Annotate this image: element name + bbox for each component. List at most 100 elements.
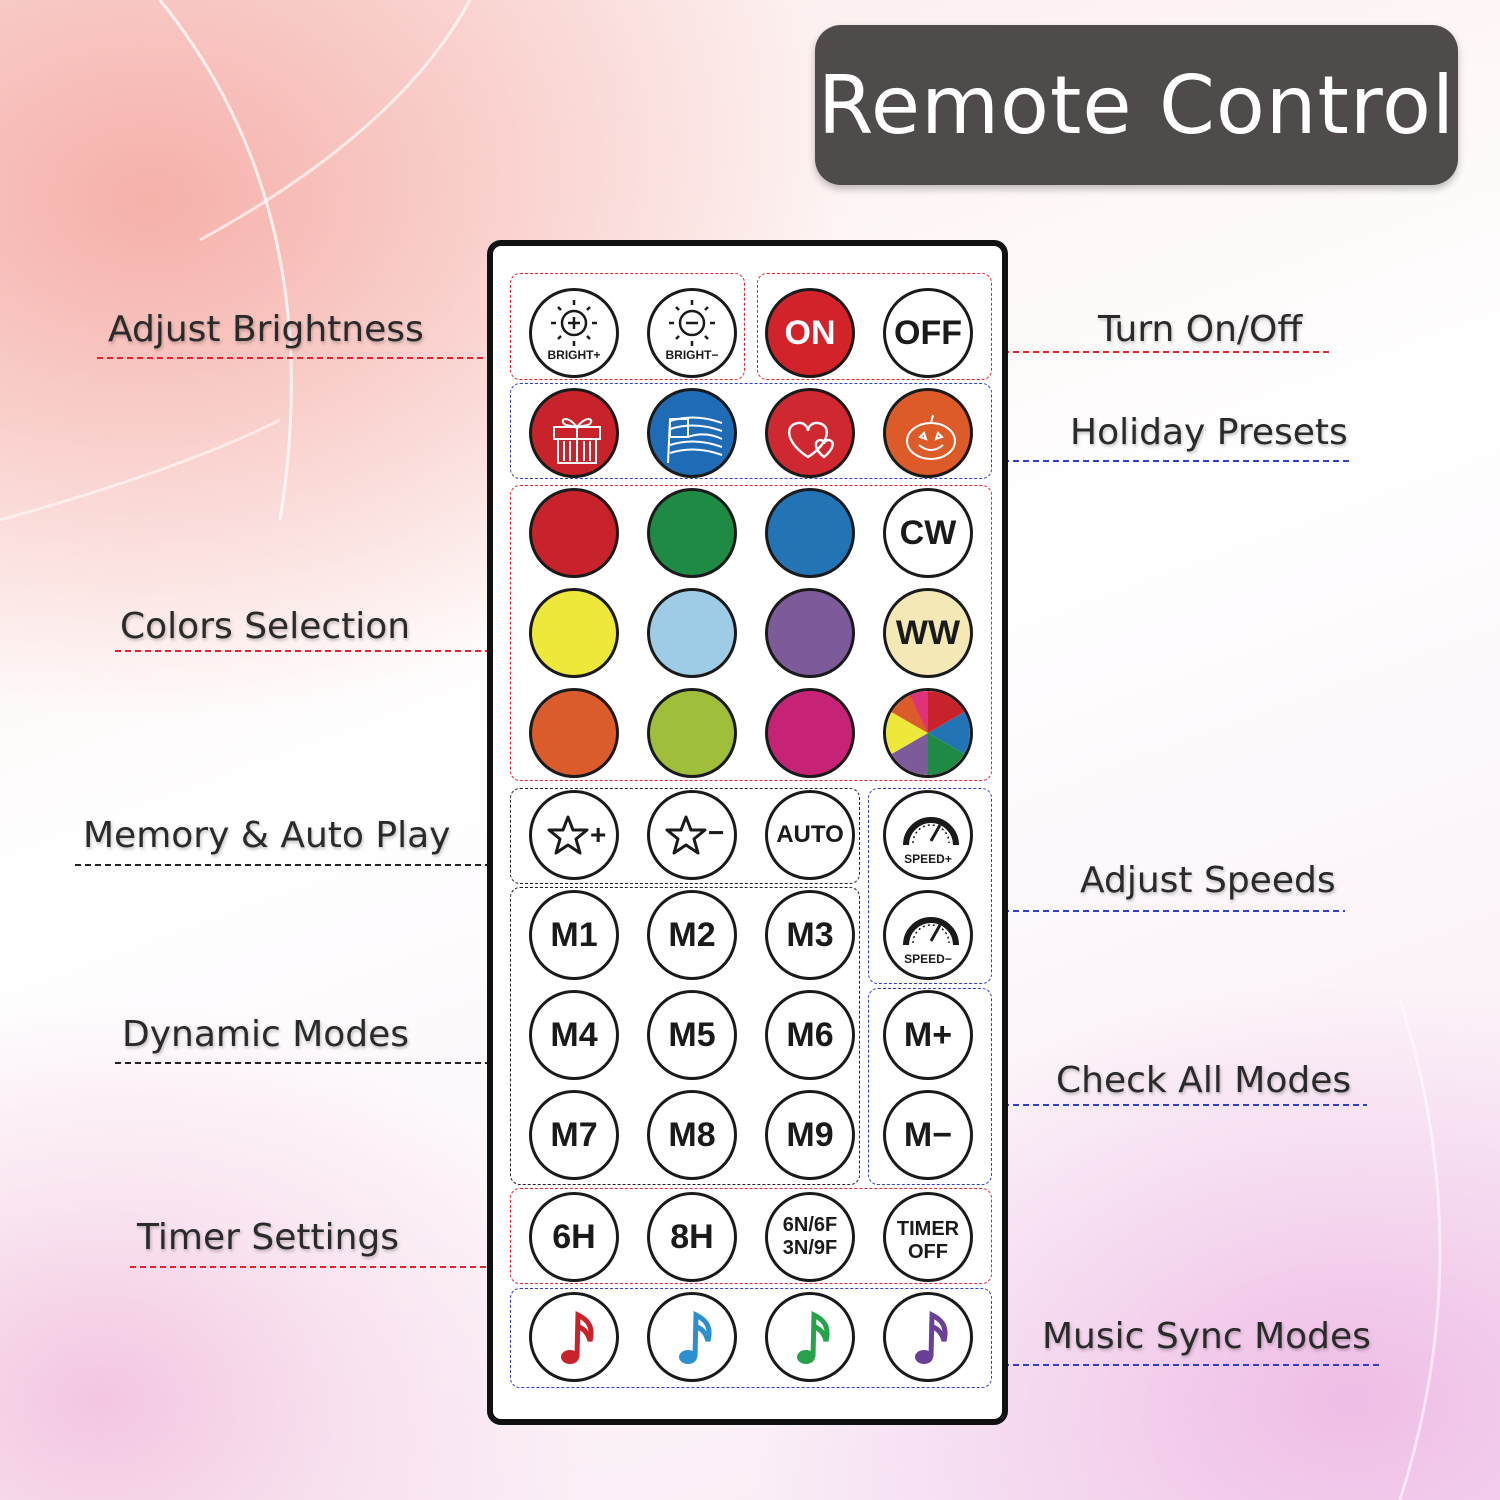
cw-label: CW: [899, 513, 957, 552]
m8-label: M8: [668, 1115, 716, 1154]
halloween-preset-button[interactable]: [883, 388, 973, 478]
mode-m9-button[interactable]: M9: [765, 1090, 855, 1180]
memory-save-button[interactable]: +: [529, 790, 619, 880]
color-yellow-green-button[interactable]: [647, 688, 737, 778]
m4-label: M4: [550, 1015, 598, 1054]
brightness-sun-icon: [551, 300, 597, 346]
timer-off-line1: TIMER: [896, 1218, 960, 1240]
memory-minus-label: −: [708, 817, 725, 848]
label-check-all-modes: Check All Modes: [1056, 1060, 1352, 1101]
mode-m5-button[interactable]: M5: [647, 990, 737, 1080]
ww-label: WW: [895, 613, 961, 652]
memory-recall-button[interactable]: −: [647, 790, 737, 880]
mode-m1-button[interactable]: M1: [529, 890, 619, 980]
mode-plus-label: M+: [903, 1015, 953, 1054]
timer-cycle-line1: 6N/6F: [782, 1214, 838, 1236]
t8h-label: 8H: [670, 1217, 714, 1256]
timer-cycle-button[interactable]: 6N/6F 3N/9F: [765, 1192, 855, 1282]
label-adjust-brightness: Adjust Brightness: [108, 309, 424, 350]
m2-label: M2: [668, 915, 716, 954]
color-blue-button[interactable]: [765, 488, 855, 578]
mode-m7-button[interactable]: M7: [529, 1090, 619, 1180]
group-music: [510, 1288, 992, 1388]
american-flag-icon: [667, 416, 723, 464]
label-holiday-presets: Holiday Presets: [1070, 412, 1348, 453]
music-mode-3-button[interactable]: [765, 1292, 855, 1382]
speedometer-icon: [903, 917, 959, 946]
group-holiday: [510, 383, 992, 479]
music-mode-4-button[interactable]: [883, 1292, 973, 1382]
timer-cycle-line2: 3N/9F: [782, 1237, 838, 1259]
music-note-icon: [915, 1311, 948, 1364]
timer-off-line2: OFF: [908, 1241, 948, 1263]
cool-white-button[interactable]: CW: [883, 488, 973, 578]
gift-icon: [553, 418, 601, 464]
page-title: Remote Control: [817, 58, 1456, 152]
off-label: OFF: [894, 313, 962, 352]
label-timer-settings: Timer Settings: [137, 1217, 400, 1258]
auto-label: AUTO: [776, 821, 844, 848]
bright-up-label: BRIGHT+: [547, 348, 601, 362]
mode-minus-button[interactable]: M−: [883, 1090, 973, 1180]
color-orange-button[interactable]: [529, 688, 619, 778]
star-icon: [665, 815, 707, 855]
brightness-sun-icon: [669, 300, 715, 346]
color-green-button[interactable]: [647, 488, 737, 578]
mode-minus-label: M−: [903, 1115, 953, 1154]
group-power: [757, 273, 992, 380]
mode-m3-button[interactable]: M3: [765, 890, 855, 980]
music-note-icon: [679, 1311, 712, 1364]
jack-o-lantern-icon: [906, 414, 956, 460]
rainbow-button[interactable]: [883, 688, 973, 778]
mode-m4-button[interactable]: M4: [529, 990, 619, 1080]
bright-down-button[interactable]: BRIGHT−: [647, 288, 737, 378]
mode-m8-button[interactable]: M8: [647, 1090, 737, 1180]
star-icon: [547, 815, 589, 855]
music-mode-2-button[interactable]: [647, 1292, 737, 1382]
color-yellow-button[interactable]: [529, 588, 619, 678]
title-banner: Remote Control: [815, 25, 1458, 185]
music-mode-1-button[interactable]: [529, 1292, 619, 1382]
speed-down-label: SPEED−: [904, 952, 952, 966]
mode-m6-button[interactable]: M6: [765, 990, 855, 1080]
bright-up-button[interactable]: BRIGHT+: [529, 288, 619, 378]
color-magenta-button[interactable]: [765, 688, 855, 778]
independence-day-preset-button[interactable]: [647, 388, 737, 478]
on-label: ON: [784, 313, 836, 352]
mode-plus-button[interactable]: M+: [883, 990, 973, 1080]
valentine-preset-button[interactable]: [765, 388, 855, 478]
music-note-icon: [561, 1311, 594, 1364]
group-check-modes: [868, 988, 992, 1185]
t6h-label: 6H: [552, 1217, 596, 1256]
group-colors: [510, 485, 992, 781]
label-turn-on-off: Turn On/Off: [1098, 309, 1303, 350]
timer-6h-button[interactable]: 6H: [529, 1192, 619, 1282]
m5-label: M5: [668, 1015, 716, 1054]
color-purple-button[interactable]: [765, 588, 855, 678]
memory-plus-label: +: [590, 819, 607, 850]
speed-up-button[interactable]: SPEED+: [883, 790, 973, 880]
group-dynamic-modes: [510, 887, 860, 1185]
speed-up-label: SPEED+: [904, 852, 952, 866]
speed-down-button[interactable]: SPEED−: [883, 890, 973, 980]
m1-label: M1: [550, 915, 598, 954]
m6-label: M6: [786, 1015, 834, 1054]
off-button[interactable]: OFF: [883, 288, 973, 378]
rainbow-wheel-icon: [886, 691, 970, 775]
timer-off-button[interactable]: TIMER OFF: [883, 1192, 973, 1282]
speedometer-icon: [903, 817, 959, 846]
christmas-preset-button[interactable]: [529, 388, 619, 478]
color-red-button[interactable]: [529, 488, 619, 578]
color-light-blue-button[interactable]: [647, 588, 737, 678]
warm-white-button[interactable]: WW: [883, 588, 973, 678]
auto-button[interactable]: AUTO: [765, 790, 855, 880]
m9-label: M9: [786, 1115, 834, 1154]
m3-label: M3: [786, 915, 834, 954]
music-note-icon: [797, 1311, 830, 1364]
on-button[interactable]: ON: [765, 288, 855, 378]
timer-8h-button[interactable]: 8H: [647, 1192, 737, 1282]
label-dynamic-modes: Dynamic Modes: [122, 1014, 410, 1055]
mode-m2-button[interactable]: M2: [647, 890, 737, 980]
